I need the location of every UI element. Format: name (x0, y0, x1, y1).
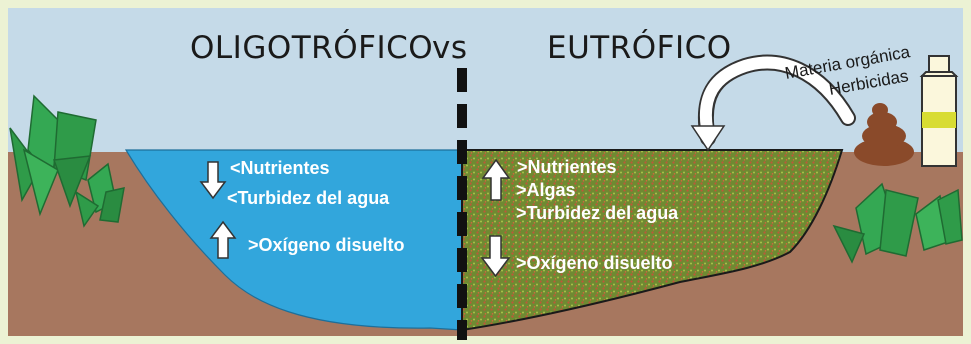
right-label-turbidity: >Turbidez del agua (516, 203, 679, 223)
arrow-up-icon (209, 220, 237, 259)
left-label-oxygen: >Oxígeno disuelto (248, 235, 405, 255)
right-label-oxygen: >Oxígeno disuelto (516, 253, 673, 273)
plant-icon (9, 94, 97, 217)
plant-icon (832, 182, 963, 264)
herbicide-bottle-icon (919, 55, 959, 167)
plant-icon (74, 162, 125, 228)
arrow-down-icon (480, 235, 511, 278)
input-arrow-head-icon (690, 125, 726, 152)
eutrophic-lake (461, 149, 844, 332)
title-eutrophic: EUTRÓFICO (547, 29, 732, 66)
left-label-nutrients: <Nutrientes (230, 158, 330, 178)
title-oligotrophic: OLIGOTRÓFICO (190, 29, 433, 66)
right-label-algae: >Algas (516, 180, 576, 200)
title-vs: vs (432, 30, 468, 66)
arrow-up-icon (481, 158, 511, 201)
right-label-nutrients: >Nutrientes (517, 157, 617, 177)
dung-icon (854, 103, 914, 166)
input-arrow (699, 56, 854, 140)
left-label-turbidity: <Turbidez del agua (227, 188, 390, 208)
arrow-down-icon (199, 161, 227, 200)
